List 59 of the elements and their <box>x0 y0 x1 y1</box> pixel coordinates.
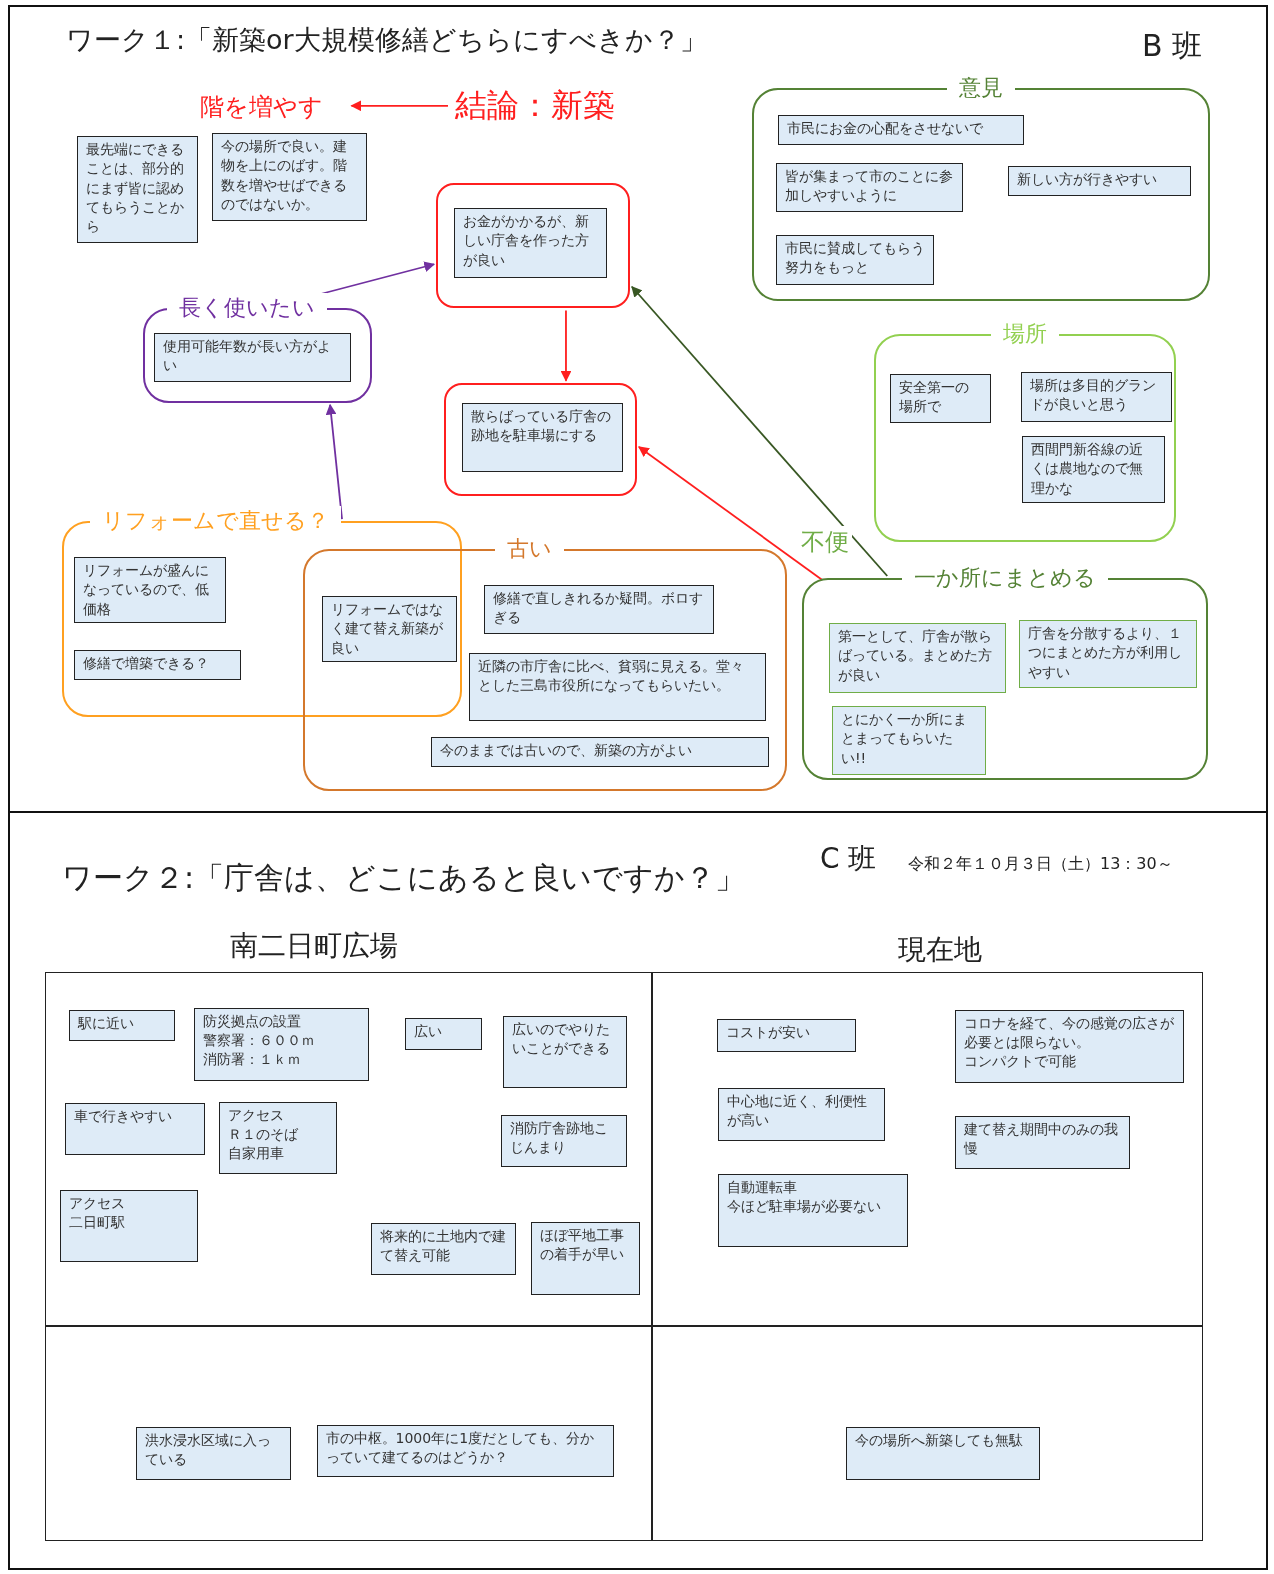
sticky-note: 防災拠点の設置 警察署：６００ｍ 消防署：１ｋｍ <box>193 1007 369 1081</box>
sticky-note: お金がかかるが、新しい庁舎を作った方が良い <box>454 208 607 278</box>
sticky-note: 修繕で直しきれるか疑問。ボロすぎる <box>484 585 714 634</box>
sticky-note: 新しい方が行きやすい <box>1008 166 1191 196</box>
sticky-note: 西間門新谷線の近くは農地なので無理かな <box>1022 436 1165 503</box>
sticky-note: コストが安い <box>716 1018 856 1052</box>
group-name: B 班 <box>1142 27 1203 65</box>
sticky-note: ほぼ平地工事の着手が早い <box>530 1221 640 1295</box>
sticky-note: 駅に近い <box>68 1009 175 1041</box>
sticky-note: 安全第一の場所で <box>890 374 991 423</box>
arrow <box>320 261 436 295</box>
date-text: 令和２年１０月３日（土）13：30～ <box>908 854 1173 875</box>
sticky-note: 中心地に近く、利便性が高い <box>717 1087 885 1141</box>
sticky-note: 散らばっている庁舎の跡地を駐車場にする <box>462 403 623 472</box>
arrow <box>631 285 889 577</box>
table-cell <box>652 972 1203 1326</box>
arrow <box>638 446 824 581</box>
table-cell <box>652 1326 1203 1541</box>
sticky-note: 最先端にできることは、部分的にまず皆に認めてもらうことから <box>77 136 198 243</box>
sticky-note: 庁舎を分散するより、１つにまとめた方が利用しやすい <box>1019 620 1197 688</box>
sticky-note: 建て替え期間中のみの我慢 <box>954 1115 1130 1169</box>
annotation-text: 階を増やす <box>200 88 323 126</box>
sticky-note: リフォームではなく建て替え新築が良い <box>322 596 457 662</box>
sticky-note: 第一として、庁舎が散らばっている。まとめた方が良い <box>829 623 1006 693</box>
sticky-note: 今の場所で良い。建物を上にのばす。階数を増やせばできるのではないか。 <box>212 133 367 221</box>
sticky-note: 使用可能年数が長い方がよい <box>154 333 351 382</box>
sticky-note: アクセス 二日町駅 <box>59 1189 198 1262</box>
sticky-note: 自動運転車 今ほど駐車場が必要ない <box>717 1173 908 1247</box>
heading-text: ワーク２:「庁舎は、どこにあると良いですか？」 <box>62 859 746 897</box>
sticky-note: 車で行きやすい <box>64 1102 205 1155</box>
sticky-note: 修繕で増築できる？ <box>74 650 241 680</box>
sticky-note: リフォームが盛んになっているので、低価格 <box>74 557 226 623</box>
sticky-note: 今のままでは古いので、新築の方がよい <box>431 737 769 767</box>
annotation-text: 結論：新築 <box>455 82 615 128</box>
heading-text: 南二日町広場 <box>230 928 398 964</box>
sticky-note: アクセス Ｒ１のそば 自家用車 <box>218 1101 337 1174</box>
sticky-note: コロナを経て、今の感覚の広さが必要とは限らない。 コンパクトで可能 <box>954 1009 1184 1083</box>
heading-text: ワーク１:「新築or大規模修繕どちらにすべきか？」 <box>66 23 707 57</box>
sticky-note: 広いのでやりたいことができる <box>502 1015 627 1088</box>
sticky-note: 洪水浸水区域に入っている <box>135 1426 291 1480</box>
table-cell <box>45 1326 652 1541</box>
arrow <box>350 100 449 112</box>
heading-text: 現在地 <box>898 932 982 968</box>
sticky-note: 広い <box>404 1017 482 1050</box>
sticky-note: 場所は多目的グランドが良いと思う <box>1021 372 1172 422</box>
heading-text: C 班 <box>820 841 877 877</box>
highlight-frame <box>436 183 630 308</box>
sticky-note: 市民に賛成してもらう努力をもっと <box>776 235 934 285</box>
sticky-note: 市民にお金の心配をさせないで <box>778 115 1024 145</box>
sticky-note: 将来的に土地内で建て替え可能 <box>370 1222 516 1275</box>
sticky-note: 消防庁舎跡地こじんまり <box>500 1114 627 1167</box>
sticky-note: とにかく一か所にまとまってもらいたい!! <box>832 706 986 775</box>
sticky-note: 今の場所へ新築しても無駄 <box>845 1426 1040 1480</box>
table-cell <box>45 972 652 1326</box>
arrow <box>560 309 572 382</box>
sticky-note: 皆が集まって市のことに参加しやすいように <box>776 163 963 212</box>
sticky-note: 近隣の市庁舎に比べ、貧弱に見える。堂々とした三島市役所になってもらいたい。 <box>469 653 766 721</box>
highlight-frame <box>444 383 637 496</box>
sticky-note: 市の中枢。1000年に1度だとしても、分かっていて建てるのはどうか？ <box>316 1424 614 1477</box>
